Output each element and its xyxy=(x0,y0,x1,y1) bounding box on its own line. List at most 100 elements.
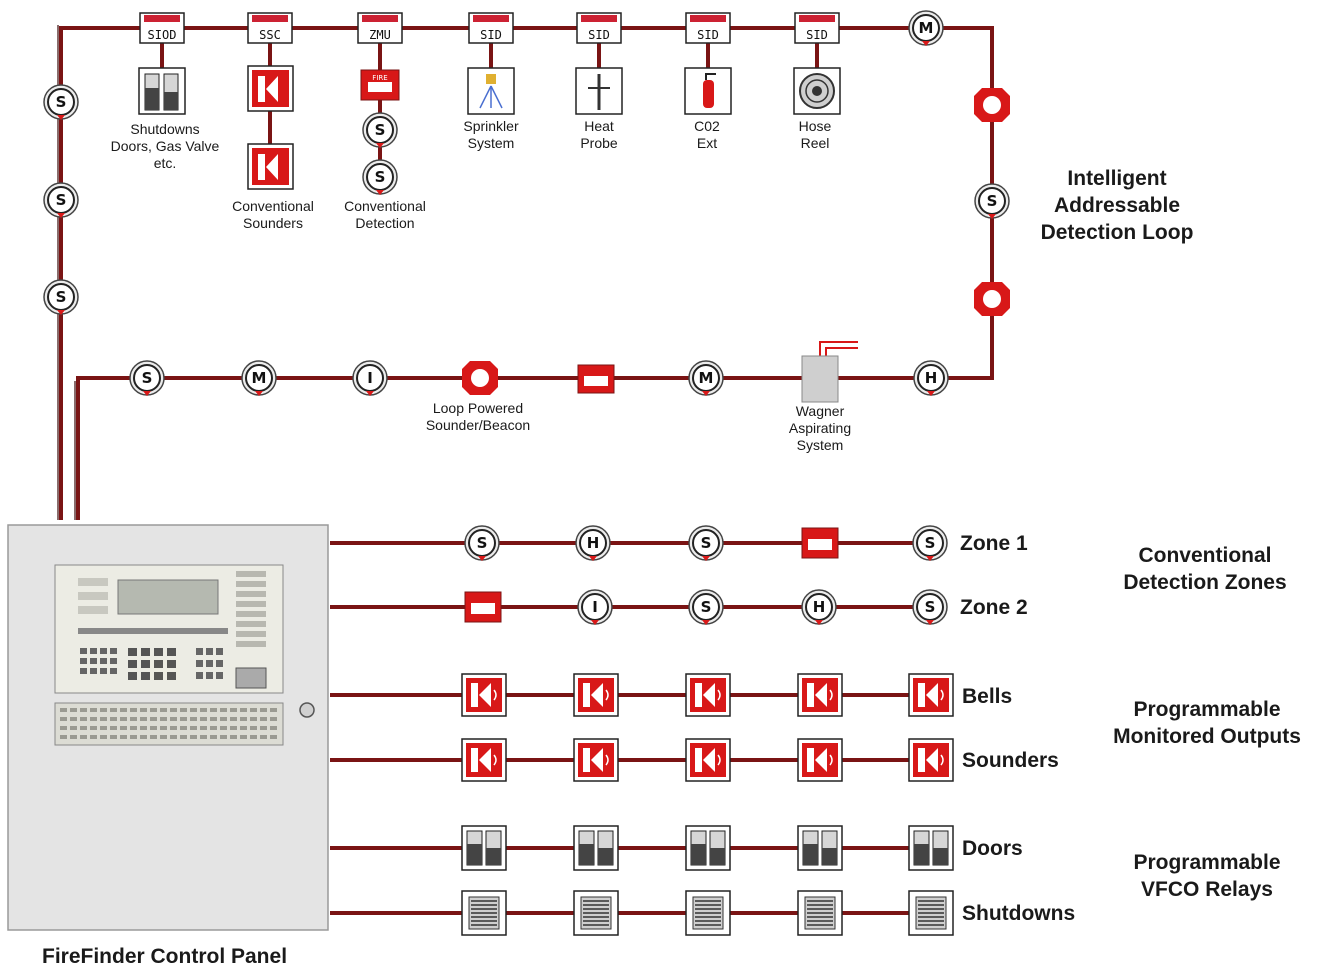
detector-letter: S xyxy=(701,598,712,616)
device-label: Doors, Gas Valve xyxy=(111,138,220,154)
shutdown-relay-icon xyxy=(461,890,507,936)
module-label: SID xyxy=(806,28,828,42)
device-label: Conventional xyxy=(232,198,314,214)
panel-lock-icon xyxy=(299,702,315,718)
shutdown-relay-icon xyxy=(685,890,731,936)
ion-detector-icon: I xyxy=(352,360,388,396)
module-label: ZMU xyxy=(369,28,391,42)
detector-letter: S xyxy=(477,534,488,552)
module-sid: SID xyxy=(468,12,514,44)
device-label: etc. xyxy=(154,155,177,171)
door-relay-icon xyxy=(461,825,507,871)
bell-icon xyxy=(461,673,507,717)
detector-letter: S xyxy=(56,191,67,209)
module-label: SID xyxy=(697,28,719,42)
module-sid: SID xyxy=(794,12,840,44)
section-title-line: Detection Zones xyxy=(1123,571,1286,594)
smoke-detector-icon: S xyxy=(362,112,398,148)
module-label: SSC xyxy=(259,28,281,42)
smoke-detector-icon: S xyxy=(688,525,724,561)
detector-letter: S xyxy=(987,192,998,210)
shutdown-relay-icon xyxy=(573,890,619,936)
svg-text:FIRE: FIRE xyxy=(372,74,387,82)
panel-keypad xyxy=(78,571,267,689)
module-label: SID xyxy=(588,28,610,42)
detector-letter: S xyxy=(925,598,936,616)
sounder-icon xyxy=(461,738,507,782)
section-title-line: VFCO Relays xyxy=(1141,878,1273,901)
device-label: Sounders xyxy=(243,215,303,231)
detector-letter: S xyxy=(701,534,712,552)
shutdown-relay-icon xyxy=(908,890,954,936)
device-label: Shutdowns xyxy=(130,121,199,137)
device-label: Aspirating xyxy=(789,420,851,436)
detector-letter: H xyxy=(587,534,600,552)
device-label: Detection xyxy=(355,215,414,231)
smoke-detector-icon: S xyxy=(43,182,79,218)
smoke-detector-icon: S xyxy=(912,525,948,561)
detector-letter: S xyxy=(56,93,67,111)
detector-letter: H xyxy=(925,369,938,387)
loop-device-labels: Loop PoweredSounder/BeaconWagnerAspirati… xyxy=(426,400,851,453)
detector-letter: S xyxy=(925,534,936,552)
heat-detector-icon: H xyxy=(801,589,837,625)
section-title-line: Conventional xyxy=(1138,544,1271,567)
module-label: SID xyxy=(480,28,502,42)
loop-modules: SIOD SSC ZMU SID SID SID SID xyxy=(139,12,840,44)
sprinkler-icon xyxy=(467,67,515,115)
module-sid: SID xyxy=(576,12,622,44)
detector-letter: M xyxy=(252,369,267,387)
call-point-icon-loop xyxy=(577,364,615,394)
loop-title-line: Intelligent xyxy=(1067,167,1166,190)
row-label: Bells xyxy=(962,685,1012,708)
device-label: Sounder/Beacon xyxy=(426,417,530,433)
hose-reel-icon xyxy=(793,67,841,115)
door-relay-icon xyxy=(573,825,619,871)
sounder-icon xyxy=(797,738,843,782)
device-label: System xyxy=(468,135,515,151)
door-relay-icon xyxy=(797,825,843,871)
beacon-icon-bottom xyxy=(462,361,498,395)
device-label: Ext xyxy=(697,135,717,151)
bell-icon xyxy=(685,673,731,717)
smoke-detector-icon: S xyxy=(464,525,500,561)
module-label: SIOD xyxy=(148,28,177,42)
device-label: Reel xyxy=(801,135,830,151)
door-relay-icon xyxy=(685,825,731,871)
door-relay-icon xyxy=(908,825,954,871)
conventional-sounder-icon-1 xyxy=(247,65,294,112)
device-label: Hose xyxy=(799,118,832,134)
heat-detector-icon: H xyxy=(575,525,611,561)
detector-letter: M xyxy=(919,19,934,37)
shutdown-relay-icon xyxy=(797,890,843,936)
detector-letter: M xyxy=(699,369,714,387)
module-zmu: ZMU xyxy=(357,12,403,44)
multi-sensor-icon: M xyxy=(908,10,944,46)
doors-icon xyxy=(138,67,186,115)
panel-led-grid xyxy=(60,708,277,739)
module-ssc: SSC xyxy=(247,12,293,44)
device-label: System xyxy=(797,437,844,453)
detector-letter: I xyxy=(367,369,373,387)
loop-title-line: Detection Loop xyxy=(1041,221,1194,244)
bell-icon xyxy=(797,673,843,717)
device-label: Loop Powered xyxy=(433,400,523,416)
heat-detector-icon: H xyxy=(913,360,949,396)
smoke-detector-icon: S xyxy=(912,589,948,625)
conventional-sounder-icon-2 xyxy=(247,143,294,190)
row-label: Zone 2 xyxy=(960,596,1028,619)
sounder-icon xyxy=(685,738,731,782)
extinguisher-icon xyxy=(684,67,732,115)
call-point-icon xyxy=(464,591,502,623)
smoke-detector-icon: S xyxy=(43,84,79,120)
beacon-icon-right-2 xyxy=(974,282,1010,316)
detector-letter: S xyxy=(375,121,386,139)
call-point-icon: FIRE xyxy=(360,69,400,101)
sounder-icon xyxy=(573,738,619,782)
row-label: Doors xyxy=(962,837,1023,860)
